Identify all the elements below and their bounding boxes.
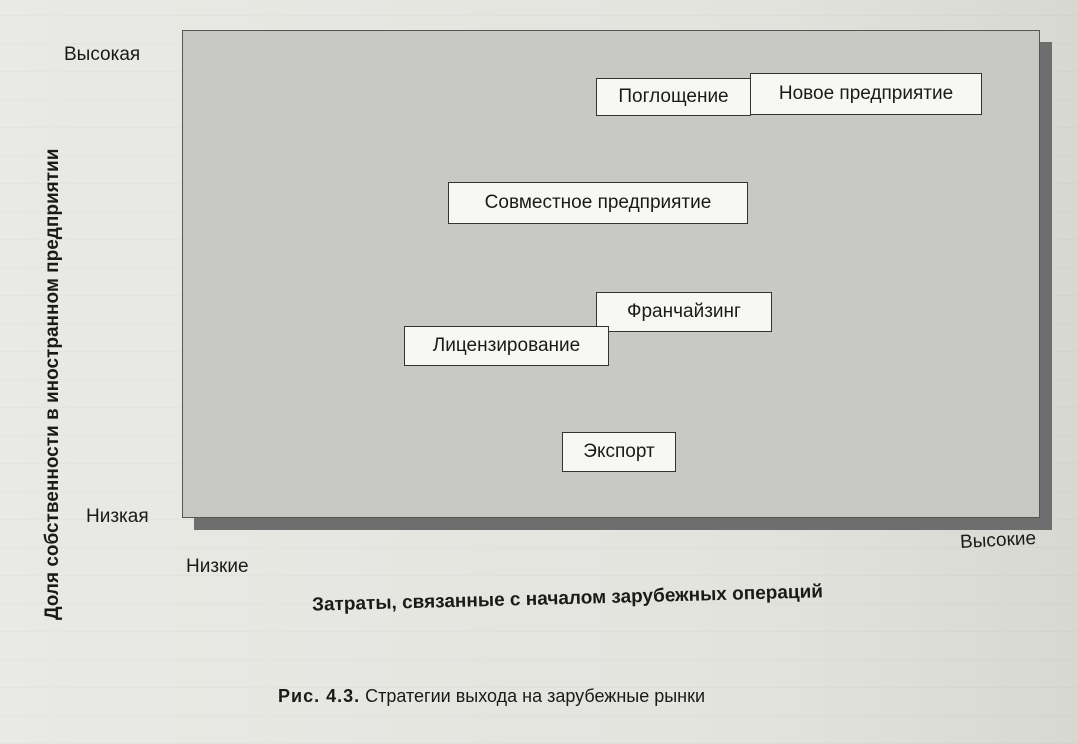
strategy-new-venture-label: Новое предприятие: [778, 83, 954, 104]
x-axis-low-label: Низкие: [186, 556, 249, 577]
strategy-licensing-label: Лицензирование: [432, 335, 581, 356]
y-axis-title: Доля собственности в иностранном предпри…: [42, 148, 63, 620]
strategy-acquisition-label: Поглощение: [618, 86, 729, 107]
strategy-new-venture-box: Новое предприятие: [750, 73, 982, 115]
strategy-licensing-box: Лицензирование: [404, 326, 609, 366]
strategy-franchising-box: Франчайзинг: [596, 292, 772, 332]
x-axis-high-label: Высокие: [959, 528, 1037, 553]
strategy-acquisition-box: Поглощение: [596, 78, 751, 116]
strategy-export-box: Экспорт: [562, 432, 676, 472]
figure-caption-text: Стратегии выхода на зарубежные рынки: [365, 686, 706, 706]
figure-caption: Рис. 4.3. Стратегии выхода на зарубежные…: [278, 686, 705, 707]
strategy-export-label: Экспорт: [583, 441, 655, 462]
strategy-franchising-label: Франчайзинг: [627, 301, 741, 322]
strategy-joint-venture-box: Совместное предприятие: [448, 182, 748, 224]
y-axis-low-label: Низкая: [86, 506, 149, 527]
y-axis-high-label: Высокая: [64, 44, 141, 65]
figure-number: Рис. 4.3.: [278, 686, 361, 706]
strategy-joint-venture-label: Совместное предприятие: [484, 192, 712, 213]
